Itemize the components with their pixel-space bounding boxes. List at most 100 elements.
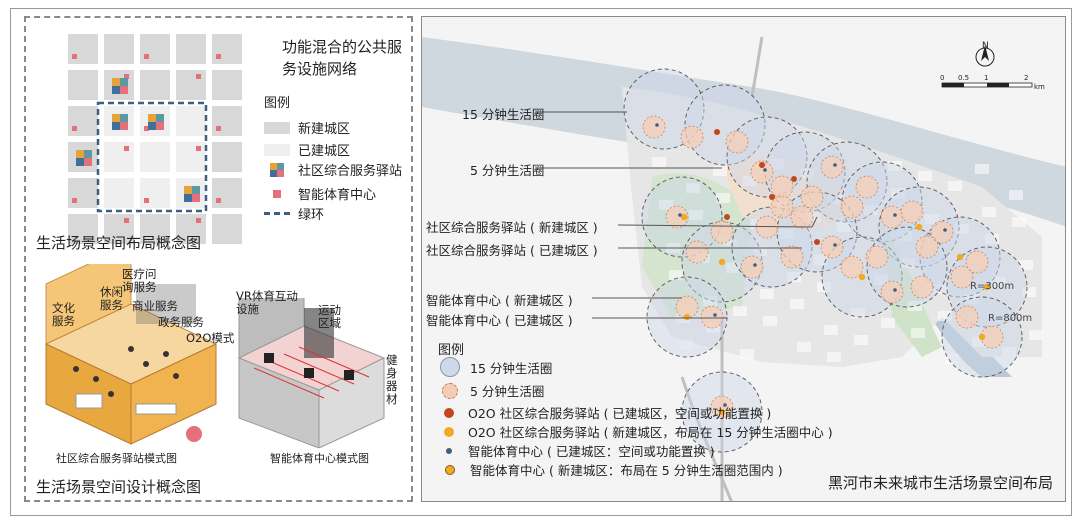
north-label: N — [982, 41, 989, 51]
city-block — [938, 311, 952, 321]
sports-caption: 智能体育中心模式图 — [270, 452, 369, 465]
city-block — [703, 296, 717, 306]
city-block — [797, 342, 811, 352]
sports-center-built — [655, 123, 659, 127]
city-block — [1002, 347, 1016, 357]
o2o-station-new — [956, 253, 964, 261]
city-block — [911, 328, 925, 338]
sports-center-built — [833, 243, 837, 247]
legend-label: 绿环 — [298, 208, 325, 223]
station-marker — [148, 114, 164, 130]
label-leisure: 休闲服务 — [100, 285, 123, 312]
scale-label-05: 0.5 — [958, 74, 970, 82]
city-block — [985, 234, 999, 244]
city-block — [723, 236, 737, 246]
city-map — [422, 36, 1065, 501]
sports-center-built — [943, 228, 947, 232]
label-fitness: 健身器材 — [386, 353, 398, 406]
city-block — [1012, 217, 1026, 227]
o2o-station-new — [915, 223, 923, 231]
grid-block — [212, 70, 242, 100]
grid-block — [212, 178, 242, 208]
city-block — [740, 349, 754, 359]
legend-label: 智能体育中心 ( 已建城区：空间或功能置换 ) — [468, 444, 715, 459]
circle-5min — [840, 255, 864, 279]
city-block — [935, 284, 949, 294]
circle-5min — [820, 155, 844, 179]
callout-5min: 5 分钟生活圈 — [470, 163, 545, 178]
green-ring-icon — [264, 212, 290, 215]
callout-lines — [540, 111, 818, 319]
built-district-swatch — [264, 143, 290, 156]
label-vr: VR体育互动设施 — [236, 289, 298, 316]
o2o-built-icon — [444, 407, 454, 418]
sports-center-marker — [144, 54, 149, 59]
city-block — [679, 340, 693, 350]
city-block — [716, 193, 730, 203]
grid-block — [104, 142, 134, 172]
station-marker — [76, 150, 92, 166]
station-marker — [112, 114, 128, 130]
sports-center-built — [753, 263, 757, 267]
concept-title: 功能混合的公共服务设施网络 — [282, 38, 403, 78]
circle-5min — [770, 175, 794, 199]
facility-points — [655, 123, 991, 416]
city-block — [925, 214, 939, 224]
label-government: 政务服务 — [158, 315, 204, 329]
o2o-station-built — [714, 129, 720, 135]
city-block — [817, 282, 831, 292]
circle-5min — [790, 205, 814, 229]
circle-5min — [865, 245, 889, 269]
city-block — [898, 231, 912, 241]
map-legend-o2o-new: O2O 社区综合服务驿站 ( 新建城区，布局在 15 分钟生活圈中心 ) — [440, 422, 833, 441]
city-block — [689, 210, 703, 220]
new-district-swatch — [264, 121, 290, 134]
city-block — [659, 200, 673, 210]
city-block — [827, 352, 841, 362]
circle-5min — [680, 125, 704, 149]
city-block — [851, 308, 865, 318]
callout-sports-new: 智能体育中心 ( 新建城区 ) — [426, 293, 573, 308]
o2o-station-new — [718, 408, 726, 416]
city-block — [814, 255, 828, 265]
o2o-station-new — [683, 313, 691, 321]
o2o-new-icon — [444, 426, 454, 437]
city-block — [864, 205, 878, 215]
city-block — [908, 301, 922, 311]
grid-block — [140, 70, 170, 100]
circle-5min — [725, 130, 749, 154]
city-block — [790, 299, 804, 309]
city-block — [686, 183, 700, 193]
sports-center-built — [763, 168, 767, 172]
station-model-illustration — [44, 264, 218, 445]
legend-label: 15 分钟生活圈 — [470, 360, 553, 376]
sports-center-built — [893, 288, 897, 292]
circle-5min-icon — [442, 382, 458, 399]
circle-5min — [910, 275, 934, 299]
station-icon — [270, 162, 284, 177]
circle-5min — [855, 175, 879, 199]
circle-5min — [900, 200, 924, 224]
design-title: 生活场景空间设计概念图 — [36, 478, 202, 496]
layout-title: 生活场景空间布局概念图 — [36, 234, 202, 252]
grid-block — [176, 34, 206, 64]
city-block — [713, 166, 727, 176]
city-block — [1022, 287, 1036, 297]
legend-new-district: 新建城区 — [264, 118, 350, 137]
city-block — [669, 270, 683, 280]
scale-unit: km — [1034, 83, 1045, 91]
circle-5min — [710, 220, 734, 244]
circle-5min — [665, 205, 689, 229]
city-block — [888, 161, 902, 171]
circle-5min — [965, 250, 989, 274]
grid-block — [68, 106, 98, 136]
city-block — [780, 229, 794, 239]
city-block — [881, 318, 895, 328]
o2o-station-new — [858, 273, 866, 281]
sports-center-marker — [216, 198, 221, 203]
legend-label: 5 分钟生活圈 — [470, 384, 545, 399]
circle-5min — [930, 220, 954, 244]
station-caption: 社区综合服务驿站模式图 — [56, 452, 177, 465]
o2o-station-built — [759, 162, 765, 168]
sports-built-icon — [446, 447, 452, 454]
